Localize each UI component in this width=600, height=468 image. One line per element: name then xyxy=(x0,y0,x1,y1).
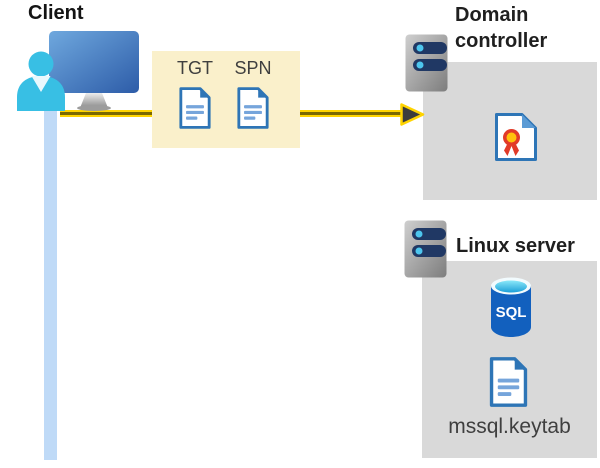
client-label: Client xyxy=(28,2,84,24)
user-collar xyxy=(31,76,51,92)
user-head-icon xyxy=(28,51,54,77)
user-body-icon xyxy=(17,76,65,111)
tgt-label: TGT xyxy=(177,58,213,78)
linux-server-icon xyxy=(404,220,447,278)
domain-controller-title: Domain controller xyxy=(455,4,548,52)
monitor-icon xyxy=(49,31,139,93)
ticket-highlight-panel: TGT SPN xyxy=(152,51,300,148)
domain-controller-server-icon xyxy=(405,34,448,92)
certificate-icon xyxy=(495,113,537,161)
arrow-head-icon xyxy=(400,103,425,126)
linux-server-title: Linux server xyxy=(456,235,575,257)
keytab-label: mssql.keytab xyxy=(448,415,571,438)
client-workstation-icon xyxy=(17,31,139,111)
spn-ticket-document-icon xyxy=(237,87,269,129)
keytab-file-icon xyxy=(489,357,528,407)
sql-badge-text: SQL xyxy=(496,304,527,321)
monitor-stand xyxy=(80,93,108,108)
monitor-base xyxy=(77,105,111,111)
client-connection-bar xyxy=(44,88,57,460)
tgt-ticket-document-icon xyxy=(179,87,211,129)
sql-database-icon: SQL xyxy=(491,277,531,337)
spn-label: SPN xyxy=(234,58,272,78)
